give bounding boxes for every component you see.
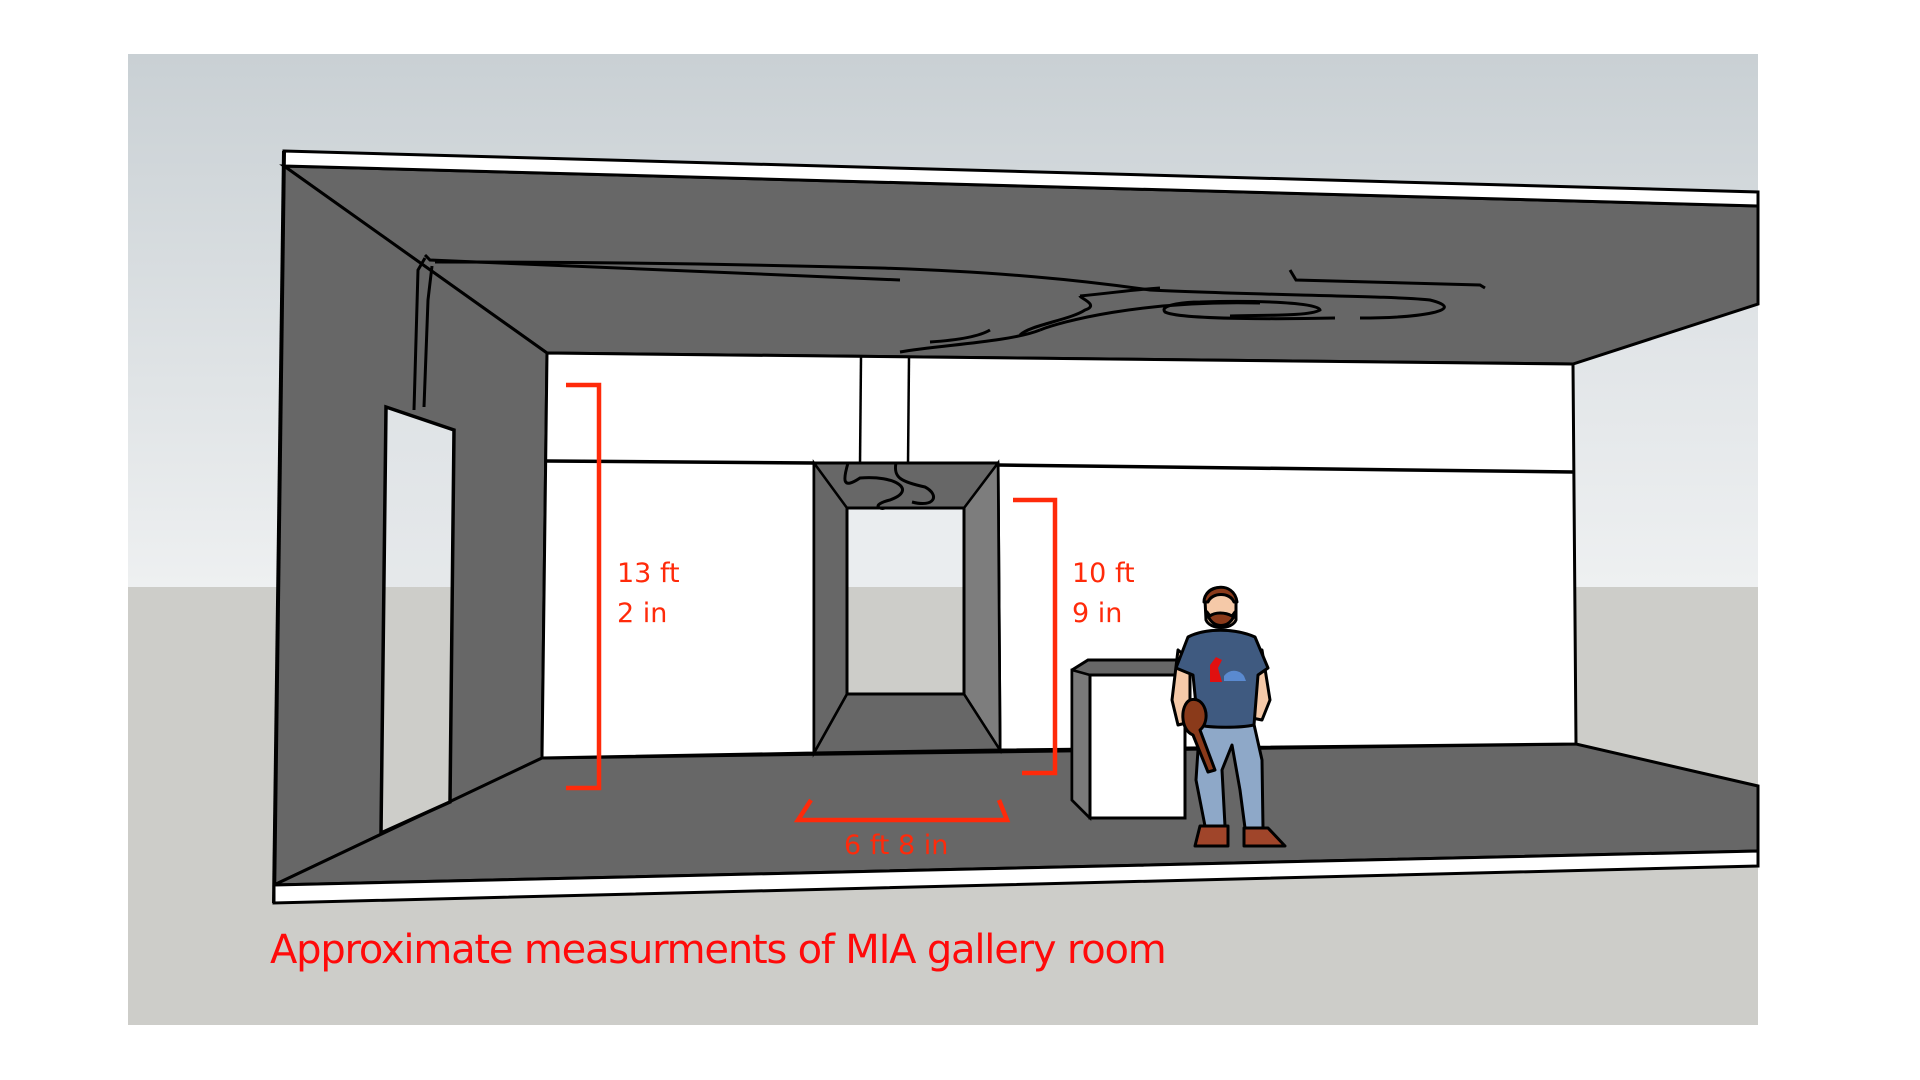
- floor-edge-strip: [272, 849, 1760, 905]
- back-wall-height-ft: 13 ft: [617, 558, 680, 589]
- doorway-width-bracket: [793, 798, 1011, 823]
- partition-height-label: 10 ft 9 in: [1072, 560, 1135, 627]
- person-figure: [1170, 585, 1287, 848]
- back-wall: [540, 351, 1578, 760]
- measure-brackets: [566, 382, 1058, 823]
- doorway: [812, 459, 1002, 758]
- caption: Approximate measurments of MIA gallery r…: [270, 927, 1167, 973]
- doorway-width-label: 6 ft 8 in: [844, 830, 949, 861]
- partition-height-in: 9 in: [1072, 598, 1123, 629]
- partition-height-bracket: [1013, 497, 1058, 776]
- back-wall-height-in: 2 in: [617, 598, 668, 629]
- back-wall-height-bracket: [566, 382, 602, 791]
- right-opening: [1573, 304, 1758, 786]
- back-wall-height-label: 13 ft 2 in: [617, 560, 680, 627]
- pedestal: [1070, 658, 1187, 822]
- partition-height-ft: 10 ft: [1072, 558, 1135, 589]
- left-door: [379, 404, 456, 836]
- cables: [412, 253, 1486, 411]
